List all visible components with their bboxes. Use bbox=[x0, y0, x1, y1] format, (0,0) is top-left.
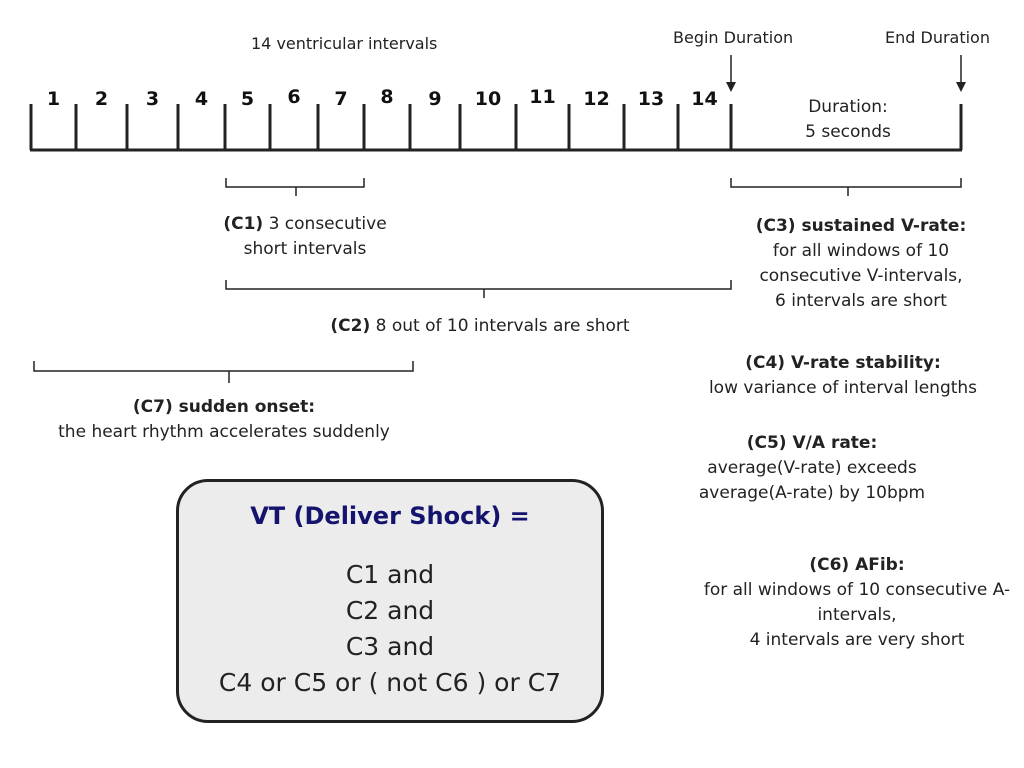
interval-number: 1 bbox=[46, 88, 61, 110]
interval-number: 7 bbox=[334, 88, 348, 110]
c7-bracket bbox=[33, 361, 414, 383]
interval-number: 10 bbox=[474, 88, 502, 110]
c6-line2: intervals, bbox=[817, 605, 897, 625]
c3-title: (C3) sustained V-rate: bbox=[755, 216, 967, 236]
c7-line1: the heart rhythm accelerates suddenly bbox=[58, 422, 390, 442]
end-duration-label: End Duration bbox=[885, 28, 990, 47]
begin-duration-label: Begin Duration bbox=[673, 28, 794, 47]
c3-line2: consecutive V-intervals, bbox=[759, 266, 963, 286]
duration-value: 5 seconds bbox=[805, 122, 891, 142]
c5-title: (C5) V/A rate: bbox=[746, 433, 878, 453]
c4-line1: low variance of interval lengths bbox=[708, 378, 978, 398]
interval-number: 6 bbox=[287, 86, 301, 108]
vt-rule-box: VT (Deliver Shock) = C1 and C2 and C3 an… bbox=[176, 479, 604, 723]
interval-number: 11 bbox=[529, 86, 556, 108]
interval-number: 5 bbox=[240, 88, 255, 110]
duration-label: Duration: bbox=[808, 97, 888, 117]
c2-bracket bbox=[225, 280, 732, 298]
c3-line3: 6 intervals are short bbox=[775, 291, 947, 311]
c2-code: (C2) bbox=[330, 316, 371, 336]
intervals-label: 14 ventricular intervals bbox=[251, 34, 438, 53]
interval-number: 2 bbox=[94, 88, 109, 110]
interval-number: 12 bbox=[583, 88, 610, 110]
duration-text: Duration: 5 seconds bbox=[780, 95, 916, 145]
c5-line2: average(A-rate) by 10bpm bbox=[698, 483, 926, 503]
c3-text: (C3) sustained V-rate: for all windows o… bbox=[730, 214, 992, 314]
c2-line: 8 out of 10 intervals are short bbox=[375, 316, 630, 336]
end-duration-arrow bbox=[956, 55, 966, 92]
interval-number: 13 bbox=[637, 88, 665, 110]
c1-code: (C1) bbox=[223, 214, 264, 234]
c4-text: (C4) V-rate stability: low variance of i… bbox=[693, 351, 993, 401]
interval-number: 4 bbox=[194, 88, 209, 110]
c6-line3: 4 intervals are very short bbox=[749, 630, 965, 650]
c3-line1: for all windows of 10 bbox=[772, 241, 950, 261]
vt-line-3: C3 and bbox=[345, 632, 435, 661]
c4-title: (C4) V-rate stability: bbox=[745, 353, 941, 373]
c5-text: (C5) V/A rate: average(V-rate) exceeds a… bbox=[682, 431, 942, 506]
vt-line-1: C1 and bbox=[345, 560, 435, 589]
c3-bracket bbox=[730, 178, 962, 196]
interval-number: 3 bbox=[145, 88, 160, 110]
c1-line1: 3 consecutive bbox=[268, 214, 387, 234]
begin-duration-arrow bbox=[726, 55, 736, 92]
vt-line-2: C2 and bbox=[345, 596, 435, 625]
vt-line-4: C4 or C5 or ( not C6 ) or C7 bbox=[218, 668, 562, 697]
interval-number: 8 bbox=[380, 86, 394, 108]
c6-title: (C6) AFib: bbox=[809, 555, 905, 575]
timeline-ticks bbox=[29, 104, 733, 150]
c5-line1: average(V-rate) exceeds bbox=[707, 458, 917, 478]
c1-text: (C1) 3 consecutive short intervals bbox=[205, 212, 405, 262]
c2-text: (C2) 8 out of 10 intervals are short bbox=[300, 314, 660, 339]
vt-title: VT (Deliver Shock) = bbox=[250, 502, 530, 530]
c6-line1: for all windows of 10 consecutive A- bbox=[703, 580, 1011, 600]
interval-number: 9 bbox=[428, 88, 442, 110]
c6-text: (C6) AFib: for all windows of 10 consecu… bbox=[694, 553, 1020, 653]
c7-text: (C7) sudden onset: the heart rhythm acce… bbox=[44, 395, 404, 445]
interval-number: 14 bbox=[691, 88, 718, 110]
c1-line2: short intervals bbox=[243, 239, 367, 259]
c7-title: (C7) sudden onset: bbox=[132, 397, 316, 417]
c1-bracket bbox=[225, 178, 365, 196]
